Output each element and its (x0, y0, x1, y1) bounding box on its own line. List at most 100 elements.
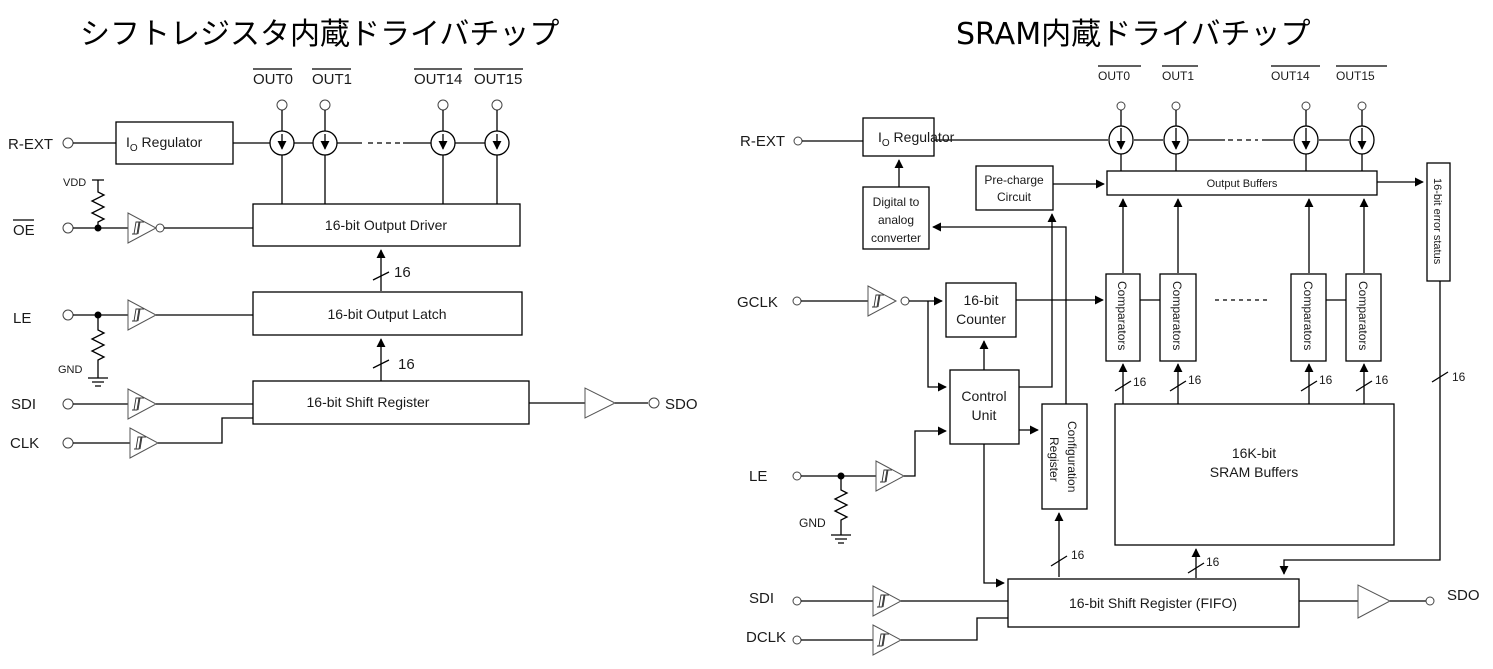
output-buffer-icon (1357, 584, 1392, 619)
control-label-line2: Unit (972, 407, 997, 423)
output-driver-label: 16-bit Output Driver (325, 217, 447, 233)
comparator-block (1290, 273, 1327, 362)
right-title: SRAM内蔵ドライバチップ (956, 17, 1310, 52)
pulldown-resistor-icon (90, 315, 106, 378)
sram-label-line2: SRAM Buffers (1210, 464, 1298, 480)
counter-label-line1: 16-bit (963, 292, 998, 308)
output-buffers-label: Output Buffers (1207, 178, 1278, 190)
error-status-label: 16-bit error status (1431, 178, 1443, 265)
out14-pin-icon (1301, 101, 1311, 111)
right-le-label: LE (749, 468, 767, 485)
le-pin-icon (792, 471, 802, 481)
shift-register-driver-diagram: シフトレジスタ内蔵ドライバチップ OUT0 OUT1 OUT14 OUT15 (8, 17, 698, 459)
config-label-line2: Register (1047, 437, 1061, 482)
right-io-regulator-label: IO Regulator (878, 129, 955, 149)
left-clk-label: CLK (10, 435, 39, 452)
left-current-sources (233, 99, 510, 204)
schmitt-buffer-icon (872, 585, 902, 617)
out15-pin-icon (491, 99, 503, 111)
sdo-pin-icon (1425, 596, 1435, 606)
output-buffer-icon (584, 387, 617, 419)
schmitt-buffer-icon (129, 427, 159, 459)
shift-register-block (252, 380, 530, 425)
junction-dot-icon (94, 224, 102, 232)
oe-pin-icon (62, 222, 74, 234)
rext-pin-icon (62, 137, 74, 149)
schmitt-buffer-icon (127, 299, 157, 331)
error-status-block (1426, 162, 1451, 282)
right-rext-label: R-EXT (740, 133, 785, 150)
dclk-pin-icon (792, 635, 802, 645)
control-label-line1: Control (961, 388, 1006, 404)
out0-pin-icon (1116, 101, 1126, 111)
output-buffers-block (1106, 170, 1378, 196)
right-out1-label: OUT1 (1162, 69, 1194, 83)
left-oe-label: OE (13, 222, 35, 239)
left-rext-label: R-EXT (8, 136, 53, 153)
left-out0-label: OUT0 (253, 71, 293, 88)
right-bus-label: 16 (1375, 373, 1389, 387)
inverter-bubble-icon (900, 296, 910, 306)
left-io-regulator-label: IO Regulator (126, 134, 203, 154)
pulldown-resistor-icon (833, 476, 849, 535)
right-bus-label: 16 (1206, 555, 1220, 569)
dac-block (862, 186, 930, 250)
gclk-label: GCLK (737, 294, 778, 311)
counter-label-line2: Counter (956, 311, 1006, 327)
output-driver-block (252, 203, 521, 247)
inverter-bubble-icon (155, 223, 165, 233)
schmitt-buffer-icon (875, 460, 905, 492)
right-sdi-label: SDI (749, 590, 774, 607)
ground-icon (831, 534, 851, 544)
current-source-icon (1163, 125, 1189, 155)
current-source-icon (430, 130, 456, 156)
right-bus-label: 16 (1188, 373, 1202, 387)
output-latch-label: 16-bit Output Latch (327, 306, 446, 322)
dac-label-line1: Digital to (873, 195, 920, 209)
left-sdo-label: SDO (665, 396, 698, 413)
current-source-icon (312, 130, 338, 156)
left-output-labels: OUT0 OUT1 OUT14 OUT15 (253, 68, 523, 88)
left-gnd-label: GND (58, 364, 83, 376)
le-pin-icon (62, 309, 74, 321)
current-source-icon (269, 130, 295, 156)
left-out14-label: OUT14 (414, 71, 462, 88)
out0-pin-icon (276, 99, 288, 111)
comparator-block (1345, 273, 1382, 362)
sdo-pin-icon (648, 397, 660, 409)
left-out1-label: OUT1 (312, 71, 352, 88)
schmitt-buffer-icon (127, 388, 157, 420)
schmitt-buffer-icon (127, 212, 157, 244)
sdi-pin-icon (792, 596, 802, 606)
current-source-icon (1349, 125, 1375, 155)
right-output-labels: OUT0 OUT1 OUT14 OUT15 (1098, 65, 1387, 83)
out1-pin-icon (319, 99, 331, 111)
config-register-block (1041, 403, 1088, 510)
left-title: シフトレジスタ内蔵ドライバチップ (80, 17, 559, 52)
ground-icon (88, 377, 108, 387)
pullup-resistor-icon (90, 179, 106, 228)
right-bus-label-error: 16 (1452, 370, 1466, 384)
right-bus-label: 16 (1319, 373, 1333, 387)
comparator-label: Comparators (1115, 281, 1129, 350)
right-out0-label: OUT0 (1098, 69, 1130, 83)
config-label-line1: Configuration (1065, 421, 1079, 492)
gclk-pin-icon (792, 296, 802, 306)
precharge-label-line2: Circuit (997, 190, 1032, 204)
sram-buffers-block (1114, 403, 1395, 546)
left-sdi-label: SDI (11, 396, 36, 413)
schmitt-buffer-icon (872, 624, 902, 656)
vdd-label: VDD (63, 177, 86, 189)
left-bus-label-2: 16 (398, 356, 415, 373)
comparator-block (1159, 273, 1197, 362)
comparators-group: Comparators Comparators Comparators Comp… (1105, 273, 1382, 362)
out1-pin-icon (1171, 101, 1181, 111)
clk-pin-icon (62, 437, 74, 449)
schmitt-buffer-icon (867, 285, 897, 317)
sram-driver-diagram: SRAM内蔵ドライバチップ OUT0 OUT1 OUT14 OUT15 (737, 17, 1480, 656)
comparator-block (1105, 273, 1141, 362)
right-bus-label: 16 (1133, 375, 1147, 389)
left-out15-label: OUT15 (474, 71, 522, 88)
current-source-icon (1108, 125, 1134, 155)
precharge-label-line1: Pre-charge (984, 173, 1044, 187)
